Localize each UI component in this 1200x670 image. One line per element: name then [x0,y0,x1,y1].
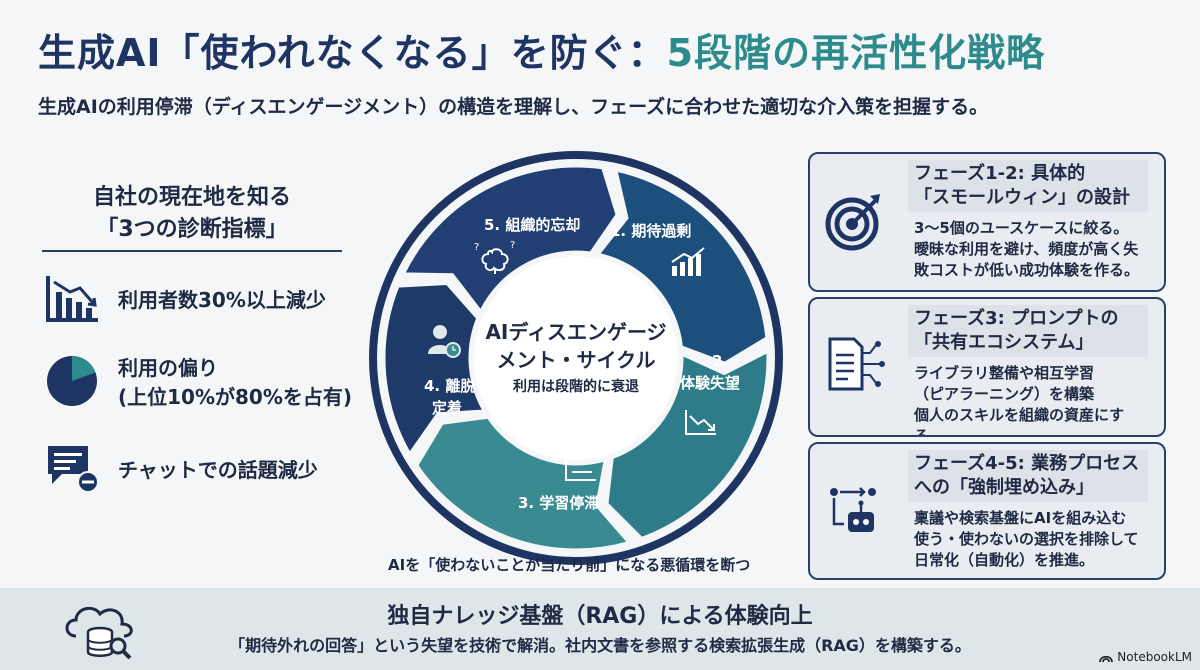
diagnostic-label-bias: 利用の偏り [118,356,218,380]
segment-label-1: 1. 期待過剰 [610,222,691,240]
segment-label-2a: 2. [712,352,728,370]
segment-3 [605,348,770,541]
phase-card-3-title: フェーズ4-5: 業務プロセス への「強制埋め込み」 [908,450,1148,502]
segment-label-4b: 定着 [432,399,462,417]
phase-card-1-body-line3: 敗コストが低い成功体験を作る。 [914,261,1140,279]
cycle-center-text: AIディスエンゲージ メント・サイクル 利用は段階的に衰退 [466,318,686,398]
diagnostics-heading-line2: 「3つの診断指標」 [96,217,288,242]
phase-card-2-body-line3: 個人のスキルを組織の資産にする。 [914,406,1125,437]
brain-question-icon: ? ? [474,240,515,274]
notebooklm-logo-icon [1099,655,1114,663]
diagnostic-label-chat: チャットでの話題減少 [118,457,318,482]
diagnostics-heading: 自社の現在地を知る 「3つの診断指標」 [42,182,342,246]
wheel-center [474,256,678,460]
phase-card-2-title-line2: 「共有エコシステム」 [914,332,1094,353]
phase-card-3-body-line3: 日常化（自動化）を推進。 [914,551,1095,569]
title-main: 生成AI「使われなくなる」を防ぐ： [38,31,667,75]
segment-1 [401,164,619,315]
cycle-caption: AIを「使わないことが当たり前」になる悪循環を断つ [388,556,751,574]
phase-card-1-title-line1: フェーズ1-2: 具体的 [914,163,1086,184]
phase-card-1-body-line1: 3〜5個のユースケースに絞る。 [914,219,1129,237]
page-subtitle: 生成AIの利用停滞（ディスエンゲージメント）の構造を理解し、フェーズに合わせた適… [38,96,989,118]
phase-card-3-body-line2: 使う・使わないの選択を排除して [914,530,1139,548]
cycle-subtitle: 利用は段階的に衰退 [513,379,639,395]
disengagement-cycle-wheel: 5. 組織的忘却 1. 期待過剰 2. 体験失望 3. 学習停滞 4. 離脱 定… [369,151,783,565]
phase-card-1: フェーズ1-2: 具体的 「スモールウィン」の設計 3〜5個のユースケースに絞る… [808,152,1166,292]
brand-label: NotebookLM [1117,650,1192,664]
cycle-title-line1: AIディスエンゲージ [485,320,667,344]
phase-card-1-title: フェーズ1-2: 具体的 「スモールウィン」の設計 [908,160,1148,212]
target-icon [822,188,888,254]
cloud-database-search-icon [65,606,133,660]
segment-label-4a: 4. 離脱 [424,377,475,395]
svg-text:?: ? [510,240,515,251]
phase-card-2-title-line1: フェーズ3: プロンプトの [914,308,1119,329]
diagnostic-detail-bias: (上位10%が80%を占有) [118,385,353,409]
notebooklm-brand: NotebookLM [1099,650,1192,664]
banner-body: 「期待外れの回答」という失望を技術で解消。社内文書を参照する検索拡張生成（RAG… [229,636,971,655]
page-title: 生成AI「使われなくなる」を防ぐ：5段階の再活性化戦略 [38,22,1045,77]
pie-chart-icon [42,353,102,409]
phase-card-3-body: 稟議や検索基盤にAIを組み込む 使う・使わないの選択を排除して 日常化（自動化）… [914,508,1152,571]
phase-card-3-body-line1: 稟議や検索基盤にAIを組み込む [914,509,1127,527]
diagnostic-item-chat: チャットでの話題減少 [42,440,318,496]
phase-card-2-title: フェーズ3: プロンプトの 「共有エコシステム」 [908,305,1148,357]
wheel-outer-ring [369,151,783,565]
phase-card-1-body-line2: 曖昧な利用を避け、頻度が高く失 [914,240,1139,258]
phase-card-2-body-line1: ライブラリ整備や相互学習 [914,364,1095,382]
segment-5 [382,281,487,457]
segment-label-5: 5. 組織的忘却 [484,216,580,234]
phase-card-3-title-line1: フェーズ4-5: 業務プロセス [914,453,1140,474]
segment-label-3: 3. 学習停滞 [518,494,599,512]
segment-label-2b: 体験失望 [680,374,740,392]
banner-title: 独自ナレッジ基盤（RAG）による体験向上 [387,604,813,629]
title-highlight: 5段階の再活性化戦略 [666,31,1046,75]
phase-card-2-body-line2: （ピアラーニング）を構築 [914,385,1095,403]
cycle-segments [382,164,770,552]
document-network-icon [822,331,888,397]
growth-chart-icon [671,247,705,276]
diagnostic-label-users: 利用者数30%以上減少 [118,287,326,312]
phase-card-2-body: ライブラリ整備や相互学習 （ピアラーニング）を構築 個人のスキルを組織の資産にす… [914,363,1152,437]
cycle-title-line2: メント・サイクル [496,348,656,372]
flat-chart-icon [565,456,596,481]
phase-card-3-title-line2: への「強制埋め込み」 [914,477,1094,498]
phase-card-1-title-line2: 「スモールウィン」の設計 [914,187,1130,208]
phase-card-2: フェーズ3: プロンプトの 「共有エコシステム」 ライブラリ整備や相互学習 （ピ… [808,297,1166,437]
phase-card-1-body: 3〜5個のユースケースに絞る。 曖昧な利用を避け、頻度が高く失 敗コストが低い成… [914,218,1152,281]
rag-banner [0,588,1200,670]
user-clock-icon [428,325,461,358]
bar-chart-decline-icon [42,270,102,326]
chat-minus-icon [42,440,102,496]
robot-workflow-icon [822,478,888,544]
phase-card-3: フェーズ4-5: 業務プロセス への「強制埋め込み」 稟議や検索基盤にAIを組み… [808,442,1166,580]
svg-text:?: ? [474,242,479,253]
diagnostics-divider [42,250,342,252]
decline-chart-icon [685,410,716,435]
diagnostic-item-users: 利用者数30%以上減少 [42,270,326,326]
diagnostic-item-bias: 利用の偏り (上位10%が80%を占有) [42,352,352,410]
segment-4 [415,415,632,552]
diagnostics-heading-line1: 自社の現在地を知る [92,185,291,210]
